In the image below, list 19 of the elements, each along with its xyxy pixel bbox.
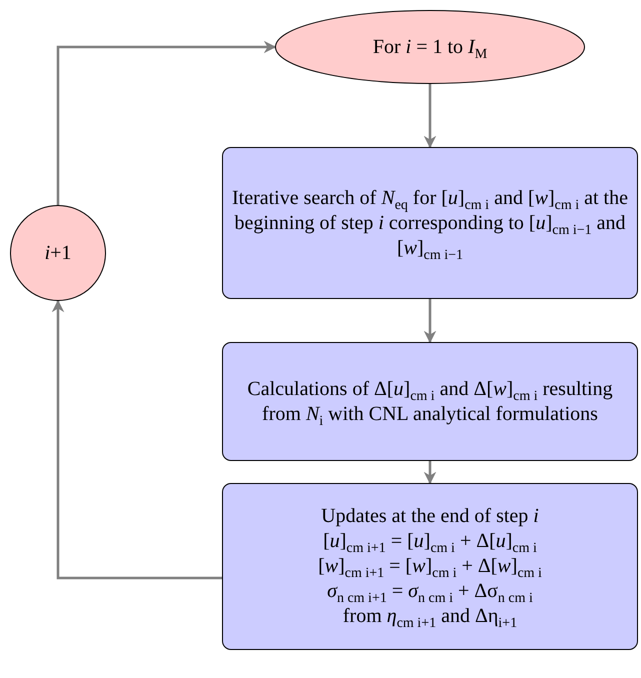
node-label: Iterative search of N$_{eq}$ for [u]$_{cm i}$ and [w]$_{cm i}$ at the beginning of step i corresponding to [u]$_{cm i−1}$ and [w]$_{cm i−1}$: [230, 186, 629, 260]
arrow: [424, 299, 436, 344]
node-label: Calculations of Δ[u]$_{cm i}$ and Δ[w]$_{cm i}$ resulting from N$_{i}$ with CNL analytical formulations: [246, 376, 614, 426]
equation-line: [w]$_{cm i+1}$ = [w]$_{cm i}$ + Δ[w]$_{cm i}$: [318, 554, 542, 579]
node-label: Updates at the end of step i: [321, 504, 539, 529]
loop-ellipse: [275, 10, 585, 84]
node-label: For i = 1 to I$_{M}$: [372, 34, 488, 60]
equation-line: [u]$_{cm i+1}$ = [u]$_{cm i}$ + Δ[u]$_{cm i}$: [323, 529, 537, 554]
arrow: [424, 461, 436, 484]
increment-circle: [10, 205, 106, 301]
process-box: [222, 342, 638, 461]
process-box: [222, 483, 638, 650]
arrow: [52, 300, 222, 580]
equation-line: from η$_{cm i+1}$ and Δη$_{i+1}$: [342, 604, 518, 629]
process-box: [222, 147, 638, 299]
arrow: [424, 84, 436, 148]
node-label: i+1: [44, 240, 72, 266]
equation-line: σ$_{n cm i+1}$ = σ$_{n cm i}$ + Δσ$_{n cm i}$: [327, 579, 533, 604]
arrow: [56, 40, 276, 205]
